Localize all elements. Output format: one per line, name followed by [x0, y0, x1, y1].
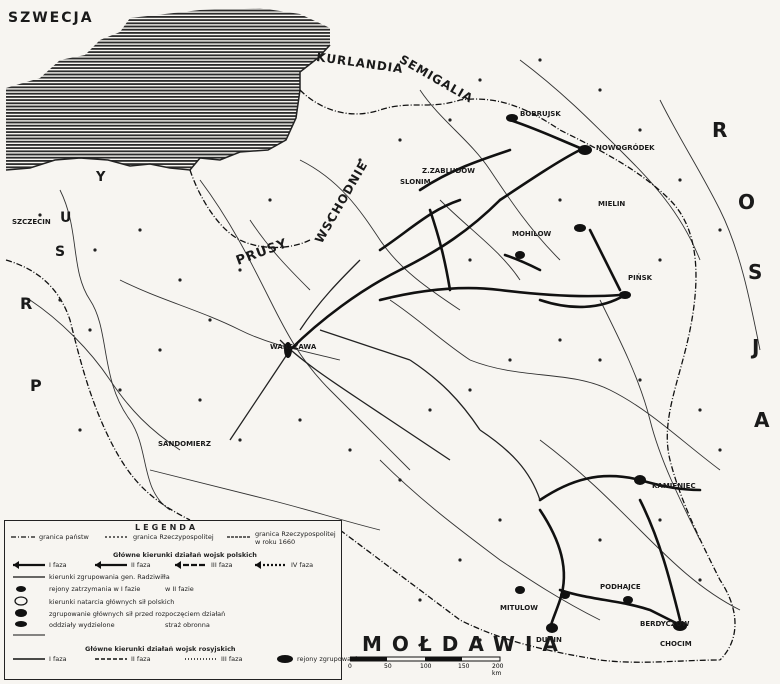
- legend-main-forces-directions: kierunki natarcia głównych sił polskich: [49, 598, 175, 606]
- label-russia-j: J: [752, 335, 766, 359]
- rivers: [29, 59, 761, 621]
- city-podhajce: PODHAJCE: [600, 583, 641, 591]
- army-markers: [284, 114, 687, 633]
- city-kamieniec: KAMIENIEC: [652, 482, 696, 490]
- city-mitulow: MITULOW: [500, 604, 538, 612]
- baltic-sea: [6, 8, 330, 170]
- scale-50: 50: [384, 663, 392, 670]
- legend-radziwill-group: kierunki zgrupowania gen. Radziwiłła: [49, 573, 170, 581]
- legend-commonwealth-border: granica Rzeczypospolitej: [133, 533, 214, 541]
- city-zabludow: Z.ZABLUDÓW: [422, 167, 475, 175]
- label-russia-a: A: [754, 408, 776, 432]
- legend-stop-areas-2: w II fazie: [165, 585, 194, 593]
- label-left-u: U: [60, 210, 78, 226]
- city-sandomierz: SANDOMIERZ: [158, 440, 211, 448]
- town-dots: [38, 58, 722, 642]
- scale-200: 200 km: [492, 663, 504, 677]
- scale-150: 150: [458, 663, 470, 670]
- label-russia-r: R: [712, 118, 734, 142]
- city-nowogrodek: NOWOGRÓDEK: [596, 144, 655, 152]
- legend-border-1660: granica Rzeczypospolitej w roku 1660: [255, 530, 336, 546]
- legend-polish-directions: Główne kierunki działań wojsk polskich: [113, 551, 257, 559]
- legend-phase-1: I faza: [49, 561, 67, 569]
- legend-phase-4: IV faza: [291, 561, 314, 569]
- city-bobrujsk: BOBRUJSK: [520, 110, 561, 118]
- city-berdyczow: BERDYCZÓW: [640, 620, 690, 628]
- label-left-r: R: [20, 294, 39, 313]
- legend-guard: straż obronna: [165, 621, 210, 629]
- label-left-y: Y: [96, 170, 112, 185]
- city-mielin: MIELIN: [598, 200, 626, 208]
- legend-russian-phase-1: I faza: [49, 655, 67, 663]
- sea-island: [195, 126, 258, 145]
- legend-state-border: granica państw: [39, 533, 89, 541]
- scale-100: 100: [420, 663, 432, 670]
- label-russia-s: S: [748, 260, 769, 284]
- legend-russian-grouping: rejony zgrupowania: [297, 655, 361, 663]
- legend-main-forces-grouping: zgrupowanie głównych sił przed rozpoczęc…: [49, 610, 226, 618]
- map-legend: LEGENDA: [4, 520, 361, 680]
- legend-russian-phase-2: II faza: [131, 655, 151, 663]
- legend-stop-areas-1: rejony zatrzymania w I fazie: [49, 585, 141, 593]
- city-warszawa: WARSZAWA: [270, 343, 317, 351]
- legend-detachments: oddziały wydzielone: [49, 621, 115, 629]
- legend-russian-phase-3: III faza: [221, 655, 243, 663]
- label-left-s: S: [55, 244, 72, 260]
- city-pinsk: PIŃSK: [628, 274, 653, 282]
- legend-phase-3: III faza: [211, 561, 233, 569]
- legend-symbols: [11, 536, 293, 663]
- legend-phase-2: II faza: [131, 561, 151, 569]
- label-left-p: P: [30, 376, 48, 395]
- borders: [5, 89, 736, 663]
- label-sweden: SZWECJA: [8, 10, 94, 26]
- city-dunin: DUNIN: [536, 636, 562, 644]
- legend-russian-directions: Główne kierunki działań wojsk rosyjskich: [85, 645, 236, 653]
- city-mohylew: MOHILOW: [512, 230, 552, 238]
- city-chocim: CHOCIM: [660, 640, 692, 648]
- label-moldawia: MOŁDAWIA: [362, 632, 568, 656]
- secondary-arrows: [229, 259, 541, 501]
- city-slonim: SLONIM: [400, 178, 431, 186]
- legend-title: LEGENDA: [135, 523, 199, 532]
- scale-bar: [350, 656, 501, 662]
- label-russia-o: O: [738, 190, 762, 214]
- scale-0: 0: [348, 663, 352, 670]
- city-szczecin: SZCZECIN: [12, 218, 51, 226]
